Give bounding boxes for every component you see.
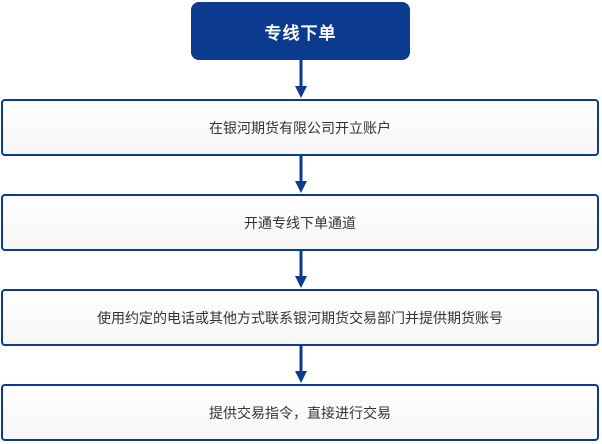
arrow-down-icon: [294, 156, 308, 194]
flow-step-contact-trading-dept: 使用约定的电话或其他方式联系银河期货交易部门并提供期货账号: [1, 289, 599, 346]
arrow-down-icon: [294, 346, 308, 384]
flow-step-enable-channel: 开通专线下单通道: [1, 194, 599, 251]
flow-step-place-order: 提供交易指令，直接进行交易: [1, 384, 599, 441]
arrow-down-icon: [294, 60, 308, 99]
flowchart-title: 专线下单: [191, 2, 410, 60]
arrow-down-icon: [294, 251, 308, 289]
flow-step-open-account: 在银河期货有限公司开立账户: [1, 99, 599, 156]
